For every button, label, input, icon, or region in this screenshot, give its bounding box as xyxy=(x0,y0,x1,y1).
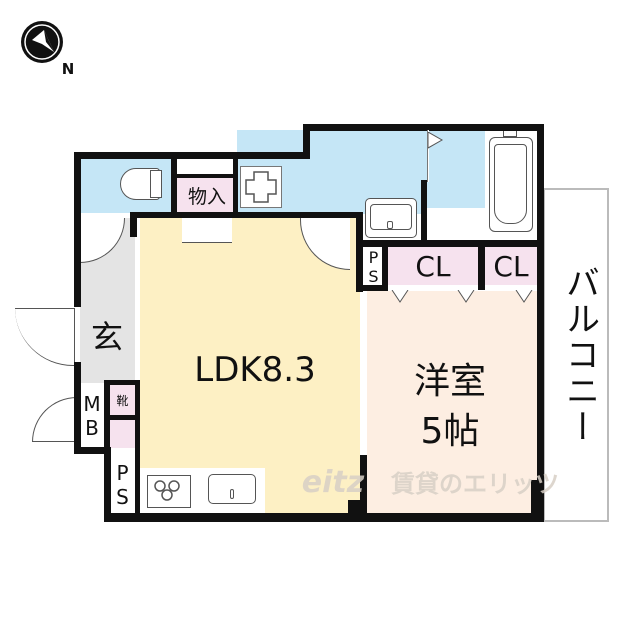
compass xyxy=(18,18,66,66)
wall xyxy=(104,380,110,452)
ps-bottom-box xyxy=(110,455,135,515)
balcony-label: バルコニー xyxy=(559,265,600,445)
storage xyxy=(177,177,237,213)
ps-top-label: PS xyxy=(364,248,383,286)
wall xyxy=(531,480,538,515)
wall xyxy=(104,513,544,522)
wall xyxy=(104,380,137,385)
wall xyxy=(130,212,360,218)
wall xyxy=(382,240,388,290)
entrance-label: 玄 xyxy=(90,318,123,356)
western-room xyxy=(367,290,537,513)
dressing-door-marker xyxy=(428,132,444,149)
wall xyxy=(74,152,81,307)
wall xyxy=(130,212,137,237)
closet-2-label: CL xyxy=(493,249,529,283)
wall xyxy=(421,180,427,246)
wall xyxy=(303,124,310,159)
watermark-text: 賃貸のエリッツ xyxy=(391,469,559,498)
closet-1 xyxy=(388,247,478,285)
shoe-cabinet xyxy=(110,385,135,415)
wall xyxy=(110,415,135,420)
shoe-cabinet-label: 靴 xyxy=(116,393,129,408)
compass-north-label: N xyxy=(61,60,75,78)
wall xyxy=(171,152,177,218)
wall xyxy=(303,124,544,131)
ldk-room xyxy=(140,218,360,513)
washing-machine-icon xyxy=(240,166,282,208)
wall xyxy=(348,500,362,514)
north-arrow-icon xyxy=(21,21,63,63)
closet-1-label: CL xyxy=(415,249,451,283)
wall xyxy=(135,380,140,520)
mb-door-swing xyxy=(32,397,77,442)
ps-top-box xyxy=(365,247,382,287)
storage-shelf xyxy=(177,158,237,175)
storage-door-swing xyxy=(182,218,232,243)
entrance-door-swing xyxy=(15,308,75,366)
wall xyxy=(356,240,544,247)
wall xyxy=(537,124,544,522)
wall xyxy=(478,240,485,290)
western-room-label-2: 5帖 xyxy=(420,411,480,452)
washroom-floor-strip xyxy=(427,208,485,240)
shoe-cabinet-lower xyxy=(110,420,135,448)
bath-window xyxy=(427,130,429,182)
wall xyxy=(74,447,110,454)
toilet-tank xyxy=(150,170,162,198)
wash-basin-icon xyxy=(365,198,417,238)
wall xyxy=(233,152,238,218)
wall xyxy=(74,362,81,452)
stove-icon xyxy=(147,475,191,508)
mb-box xyxy=(80,385,104,447)
ldk-label: LDK8.3 xyxy=(194,350,316,390)
wall xyxy=(104,447,111,522)
faucet-icon xyxy=(503,130,517,137)
western-room-label-1: 洋室 xyxy=(413,361,486,402)
ps-bottom-label: PS xyxy=(110,461,135,509)
wall xyxy=(177,174,237,178)
wall xyxy=(74,152,310,159)
watermark-logo: eitz xyxy=(301,464,365,500)
wall xyxy=(356,285,388,291)
kitchen-sink-icon xyxy=(208,474,256,504)
closet-doors xyxy=(388,285,537,291)
wall xyxy=(356,212,363,292)
wall xyxy=(360,455,367,515)
storage-label: 物入 xyxy=(187,185,226,208)
closet-door-markers xyxy=(391,290,533,303)
bathtub-icon xyxy=(489,137,533,232)
balcony xyxy=(543,188,609,522)
closet-2 xyxy=(485,247,537,285)
mb-label: MB xyxy=(80,392,104,440)
